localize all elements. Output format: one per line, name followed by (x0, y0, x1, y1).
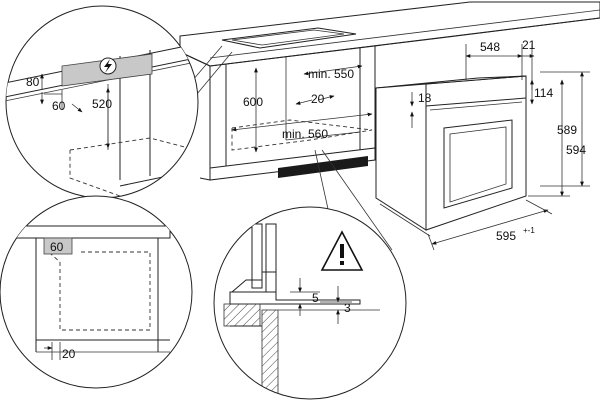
dim-oven-depth-548: 548 (465, 40, 523, 80)
dim-80-label: 80 (26, 75, 40, 89)
dim-594-label: 594 (566, 143, 586, 157)
dim-panel-114: 114 (530, 79, 553, 105)
dim-60-label: 60 (52, 99, 66, 113)
dim-3-label: 3 (344, 301, 351, 315)
vent-grille (278, 156, 368, 178)
dim-595-label: 595 (496, 229, 516, 243)
dim-20-label: 20 (311, 92, 325, 106)
dim-gap-20: 20 (295, 92, 335, 106)
dim-21-label: 21 (522, 38, 536, 52)
dim-min-560-label: min. 560 (282, 127, 328, 141)
detail-circle-clearance: 5 3 (213, 206, 407, 400)
dim-60-bottom-label: 60 (50, 240, 64, 254)
oven (375, 75, 527, 237)
dim-oven-height-594: 594 (540, 71, 590, 187)
warning-triangle-icon (320, 230, 364, 271)
hob-cutout (221, 27, 357, 49)
dim-5-label: 5 (312, 291, 319, 305)
detail-circle-cabinet-front: 60 20 (0, 195, 193, 389)
dim-589-label: 589 (557, 123, 577, 137)
dim-cabinet-height: 600 (243, 67, 263, 153)
dim-520-label: 520 (92, 97, 112, 111)
cabinet-with-hob (179, 1, 600, 251)
dim-18-label: 18 (418, 91, 432, 105)
dim-gap-18: 18 (410, 91, 432, 128)
lightning-bolt-icon (99, 57, 117, 75)
detail-circle-power-supply: 80 60 520 (5, 5, 199, 199)
dim-600-label: 600 (243, 95, 263, 109)
dim-min-550: min. 550 (303, 64, 363, 81)
dim-114-label: 114 (534, 86, 553, 100)
dim-min-560: min. 560 (231, 112, 373, 141)
dim-548-label: 548 (480, 40, 500, 54)
dim-oven-width-595: 595 +-1 (427, 199, 553, 251)
dim-oven-height-589: 589 (528, 79, 577, 197)
dim-min-550-label: min. 550 (308, 67, 354, 81)
dim-595-tolerance: +-1 (523, 226, 535, 235)
dim-20-bottom-label: 20 (62, 347, 76, 361)
oven-door-window (443, 119, 513, 209)
